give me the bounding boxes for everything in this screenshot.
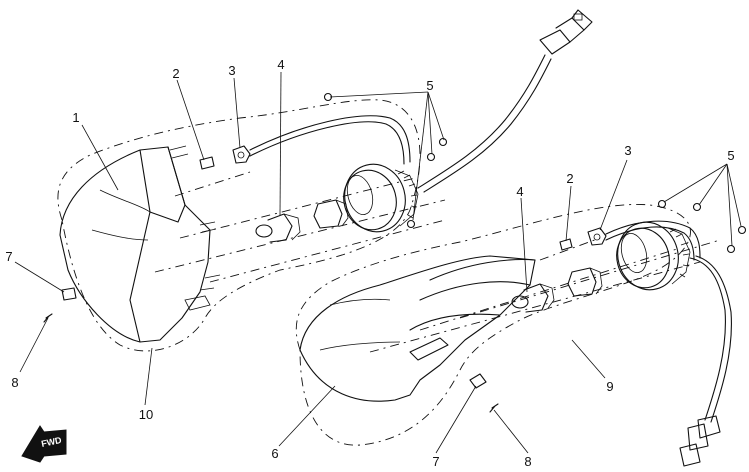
callout-3-left: 3 <box>228 63 235 78</box>
callout-5-left: 5 <box>426 78 433 93</box>
callout-4-right: 4 <box>516 184 523 199</box>
right-part-2 <box>559 238 573 251</box>
callout-6: 6 <box>271 446 278 461</box>
right-bulb-socket <box>567 267 603 297</box>
right-bulb <box>511 283 555 313</box>
left-reflector-ring <box>343 163 419 233</box>
right-nuts <box>657 199 747 254</box>
right-screw <box>489 403 499 413</box>
left-connector-3 <box>232 145 251 164</box>
left-headlight-housing <box>59 146 211 343</box>
right-headlight-assembly <box>295 199 747 467</box>
callout-8-left: 8 <box>11 375 18 390</box>
left-screw <box>43 313 53 323</box>
fwd-label: FWD <box>40 435 63 449</box>
callout-7-right: 7 <box>432 454 439 469</box>
callout-10: 10 <box>139 407 153 422</box>
forward-arrow: FWD <box>21 425 67 463</box>
left-harness-connector <box>539 9 593 55</box>
left-headlight-assembly <box>43 9 593 352</box>
leader-lines <box>14 71 742 454</box>
callout-8-right: 8 <box>524 454 531 469</box>
left-nuts <box>323 92 448 229</box>
left-bulb-socket <box>313 199 349 229</box>
callouts: 1 2 3 4 5 2 3 4 5 6 7 7 8 8 9 10 <box>5 57 734 469</box>
right-reflector-ring <box>616 221 691 291</box>
left-clip <box>61 287 77 301</box>
left-cover-outline <box>57 99 421 352</box>
right-connector-3 <box>587 227 607 246</box>
left-bulb <box>255 213 301 243</box>
callout-9: 9 <box>606 379 613 394</box>
left-part-2 <box>199 156 215 170</box>
right-cover-outline <box>295 203 691 446</box>
callout-2-left: 2 <box>172 66 179 81</box>
callout-1-left: 1 <box>72 110 79 125</box>
callout-7-left: 7 <box>5 249 12 264</box>
callout-5-right: 5 <box>727 148 734 163</box>
right-clip <box>469 373 487 389</box>
callout-3-right: 3 <box>624 143 631 158</box>
callout-4-left: 4 <box>277 57 284 72</box>
callout-2-right: 2 <box>566 171 573 186</box>
right-headlight-housing <box>299 255 536 402</box>
right-harness-connector <box>679 415 721 467</box>
